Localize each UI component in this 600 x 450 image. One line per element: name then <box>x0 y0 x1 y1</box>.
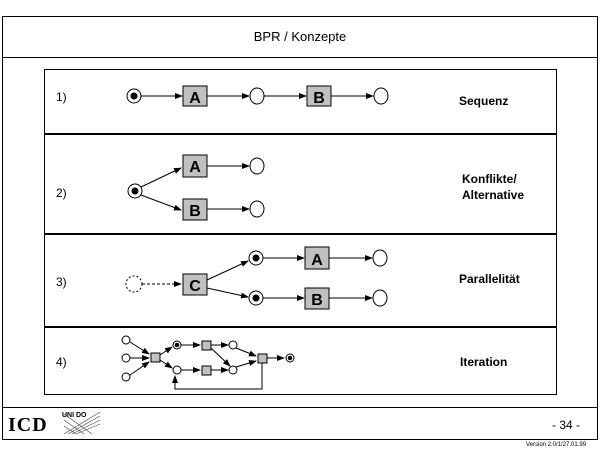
node-label: B <box>311 292 323 309</box>
transition <box>150 352 161 363</box>
arc <box>140 194 182 211</box>
node-label: B <box>189 203 201 220</box>
arc <box>206 260 249 281</box>
token-dot <box>287 355 293 361</box>
token-dot <box>130 92 138 100</box>
arc <box>140 167 182 188</box>
token-dot <box>131 187 139 195</box>
place-empty <box>372 249 388 267</box>
page-title: BPR / Konzepte <box>2 16 598 58</box>
uni-do-logo-text: UNI DO <box>62 412 87 419</box>
token-dot <box>174 342 180 348</box>
row-label-line: Konflikte/ <box>462 172 517 186</box>
place-empty <box>373 87 389 105</box>
slide-frame <box>2 16 598 440</box>
place-empty <box>121 372 131 382</box>
arc <box>129 341 150 355</box>
parallel-diagram <box>125 246 388 310</box>
place-empty <box>249 157 265 175</box>
token-dot <box>252 294 260 302</box>
panel-parallel <box>44 234 557 327</box>
row-label-conflict: Konflikte/ Alternative <box>462 171 524 203</box>
footer-divider <box>2 407 598 408</box>
arc <box>210 347 231 367</box>
panel-sequence <box>44 69 557 134</box>
place-empty <box>249 87 265 105</box>
iteration-diagram <box>121 335 295 390</box>
place-empty <box>228 365 238 375</box>
place-empty <box>249 200 265 218</box>
page-number: - 34 - <box>552 418 581 432</box>
version-text: Version 2.0/1/27.01.99 <box>526 442 587 448</box>
transition <box>201 340 212 351</box>
node-label: A <box>311 252 323 269</box>
row-label-parallel: Parallelität <box>459 271 520 287</box>
place-empty <box>372 289 388 307</box>
conflict-diagram <box>127 154 265 221</box>
token-dot <box>252 254 260 262</box>
place-empty <box>121 335 131 345</box>
row-label-iteration: Iteration <box>460 354 507 370</box>
arc <box>235 360 257 368</box>
arc <box>159 359 173 369</box>
arc <box>206 287 249 299</box>
row-label-line: Sequenz <box>459 94 509 108</box>
panel-iteration <box>44 327 557 395</box>
row-number-4: 4) <box>56 355 67 369</box>
uni-do-logo-graphic <box>63 411 101 435</box>
place-empty <box>121 353 131 363</box>
panel-conflict <box>44 134 557 234</box>
row-label-line: Alternative <box>462 188 525 202</box>
icd-logo: ICD <box>8 414 48 436</box>
node-label: A <box>189 90 201 107</box>
place-dashed <box>125 275 143 293</box>
row-number-2: 2) <box>56 186 67 200</box>
row-number-1: 1) <box>56 90 67 104</box>
uni-do-logo: UNI DO <box>62 410 102 441</box>
node-label: C <box>189 278 201 295</box>
transition-c <box>182 273 208 296</box>
arc <box>235 347 257 357</box>
place-empty <box>228 340 238 350</box>
row-label-sequence: Sequenz <box>459 93 508 109</box>
transition <box>201 365 212 376</box>
place-empty <box>172 365 182 375</box>
node-label: B <box>313 90 325 107</box>
row-label-line: Iteration <box>460 355 508 369</box>
arc <box>129 361 150 376</box>
row-number-3: 3) <box>56 275 67 289</box>
transition <box>257 353 268 364</box>
row-label-line: Parallelität <box>459 272 520 286</box>
loop-back-arc <box>172 363 263 390</box>
arc <box>159 346 173 356</box>
node-label: A <box>189 159 201 176</box>
sequence-diagram <box>126 85 389 107</box>
